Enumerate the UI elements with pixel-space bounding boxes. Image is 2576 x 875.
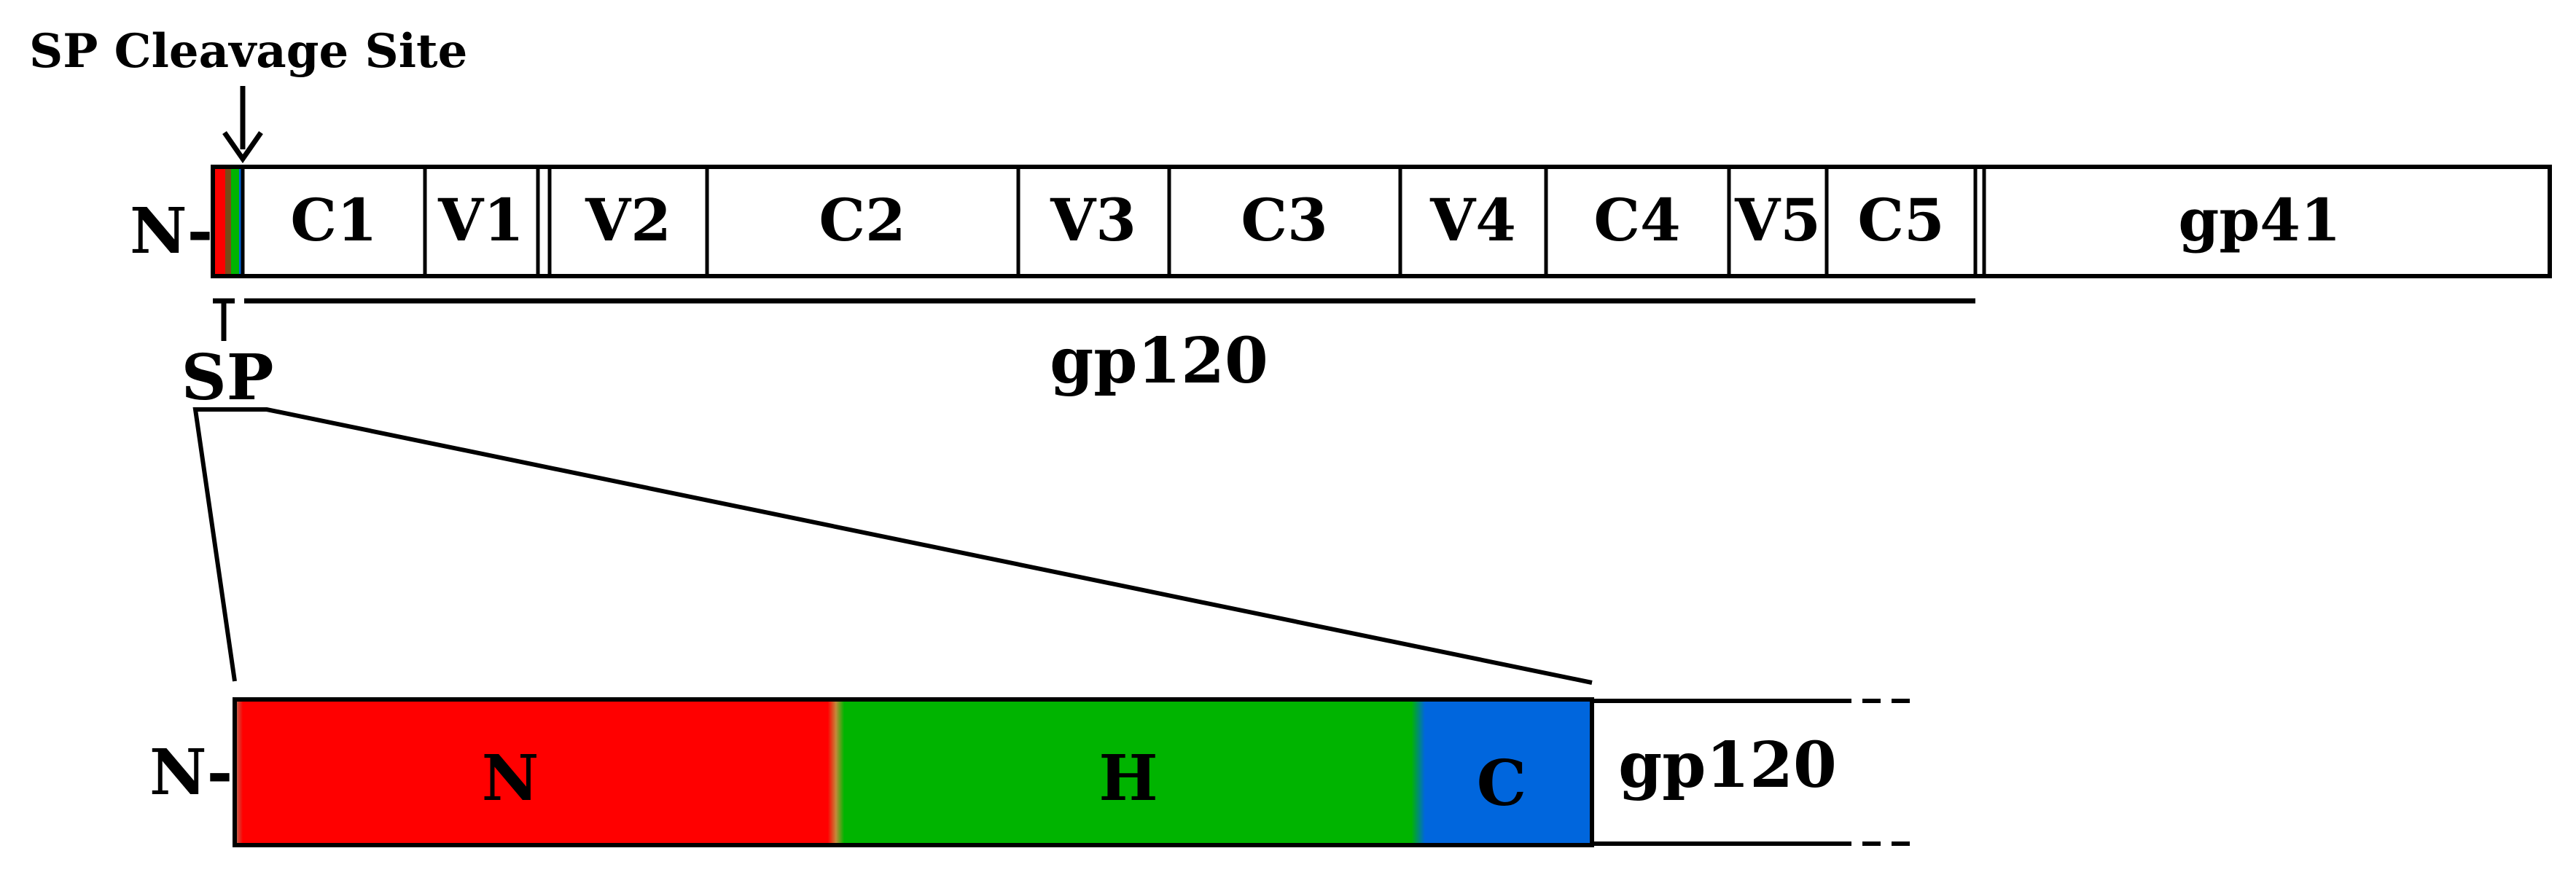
cleavage-site-label: SP Cleavage Site	[29, 24, 467, 79]
signal-peptide-fill	[235, 699, 1592, 845]
region-label-c5: C5	[1857, 186, 1944, 254]
sp-bracket	[213, 298, 235, 341]
sp-domain-label-c: C	[1477, 747, 1526, 820]
cleavage-site-arrow	[222, 86, 263, 164]
precursor-signal-peptide-segment	[213, 167, 242, 276]
gp120-continuation-frame	[1592, 699, 1910, 846]
precursor-bar	[211, 165, 2552, 278]
sp-bracket-label: SP	[182, 341, 274, 415]
zoom-connector	[192, 407, 1593, 685]
region-label-v3: V3	[1050, 186, 1136, 254]
region-label-c3: C3	[1241, 186, 1327, 254]
gp120-continuation-label: gp120	[1618, 729, 1837, 802]
region-label-c2: C2	[819, 186, 905, 254]
sp-domain-label-h: H	[1098, 742, 1158, 815]
region-label-c4: C4	[1593, 186, 1680, 254]
region-label-v1: V1	[437, 186, 524, 254]
region-label-v5: V5	[1734, 186, 1821, 254]
region-label-c1: C1	[290, 186, 377, 254]
signal-peptide-n-terminus-label: N-	[149, 736, 233, 809]
signal-peptide-bar	[233, 697, 1594, 847]
precursor-n-terminus-label: N-	[130, 195, 213, 268]
region-label-v4: V4	[1429, 186, 1516, 254]
gp41-label: gp41	[2178, 186, 2341, 254]
gp120-bracket-label: gp120	[1050, 324, 1268, 398]
sp-domain-label-n: N	[482, 742, 539, 815]
region-label-v2: V2	[585, 186, 671, 254]
